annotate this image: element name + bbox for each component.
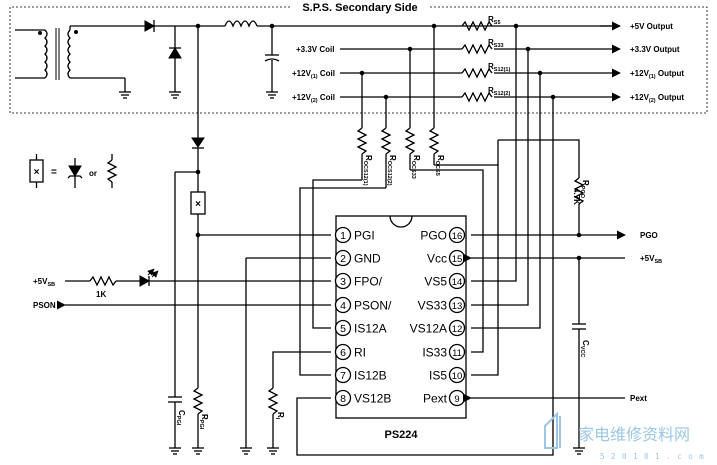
pin-12-name: VS12A [410, 321, 447, 335]
pin-16-number: 16 [452, 231, 463, 242]
rs5-label: RS5 [488, 15, 501, 26]
pin-1-name: PGI [354, 228, 375, 242]
pin-10-number: 10 [452, 371, 463, 382]
coil-12-1-label: +12V(1) Coil [292, 69, 335, 80]
output-capacitor [264, 26, 280, 99]
output-33v-label: +3.3V Output [630, 45, 680, 54]
rail-labels: +3.3V Coil +12V(1) Coil +12V(2) Coil +5V… [292, 15, 684, 104]
pin-6-name: RI [354, 345, 366, 359]
coil-12-2-label: +12V(2) Coil [292, 93, 335, 104]
pin-6-circle [334, 343, 352, 361]
legend: × = or [29, 154, 118, 188]
pgo-label: PGO [640, 231, 658, 240]
left-wiring: × RPGI CPGI [33, 26, 554, 456]
pin-14-number: 14 [452, 277, 463, 288]
pin-11-name: IS33 [422, 345, 447, 359]
v5sb-right-label: +5VSB [640, 254, 662, 265]
pin-10-name: IS5 [429, 368, 447, 382]
chip-name: PS224 [384, 429, 418, 441]
rocs33-label: ROCS33 [410, 155, 421, 179]
watermark-text: 家电维修资料网 [578, 425, 690, 444]
rs12-2-label: RS12(2) [488, 86, 510, 97]
ri-label: RI [274, 412, 285, 420]
output-12v-1-label: +12V(1) Output [630, 69, 684, 80]
pin-10-circle [448, 366, 466, 384]
pin-14-circle [448, 272, 466, 290]
pin-5-name: IS12A [354, 321, 387, 335]
pin-5-number: 5 [340, 323, 346, 335]
pin-8-number: 8 [340, 393, 346, 405]
rectifier-diode [144, 20, 225, 99]
cpgi-label: CPGI [175, 410, 186, 426]
pext-label: Pext [630, 394, 647, 403]
legend-eq: = [51, 167, 57, 178]
pin-12-circle [448, 319, 466, 337]
pin-9-name: Pext [423, 391, 448, 405]
rs33-label: RS33 [488, 38, 504, 49]
rpgi-label: RPGI [198, 414, 209, 430]
ps224-chip: PS224 [335, 215, 467, 441]
cvcc-label: CVCC [579, 340, 590, 357]
legend-or: or [89, 169, 97, 178]
chip-pins: 1 PGI 2 GND 3 FPO/4 PSON/5 IS12A 6 RI 7 IS12B 8 VS12B… [334, 226, 466, 407]
output-inductor [195, 20, 620, 29]
right-wiring: RPGO 4.7K CVCC PGO +5VSB Pext [410, 26, 662, 455]
pin-11-number: 11 [452, 348, 462, 359]
output-lines [340, 20, 621, 103]
rpgo-value: 4.7K [572, 188, 581, 205]
r1k-label: 1K [96, 290, 106, 299]
pson-label: PSON [33, 301, 56, 310]
watermark: 家电维修资料网 5 2 0 1 0 1 . c o m [544, 411, 705, 461]
pin-3-name: FPO/ [354, 274, 383, 288]
pin-2-number: 2 [340, 253, 346, 265]
pin-4-number: 4 [340, 300, 346, 312]
pin-9-number: 9 [454, 394, 459, 405]
pin-3-circle [334, 272, 352, 290]
pin-12-number: 12 [452, 324, 463, 335]
output-12v-2-label: +12V(2) Output [630, 93, 684, 104]
pin-11-circle [448, 343, 466, 361]
secondary-side-title: S.P.S. Secondary Side [302, 2, 417, 14]
rocs12-1-label: ROCS12(1) [362, 155, 373, 186]
output-5v-label: +5V Output [630, 22, 673, 31]
watermark-logo-icon [544, 411, 561, 449]
ocs-resistors: ROCS12(1) ROCS12(2) ROCS33 ROCS5 [356, 26, 445, 188]
pin-7-circle [334, 366, 352, 384]
rpgo-label: RPGO [579, 180, 590, 199]
pin-2-circle [334, 249, 352, 267]
secondary-side-box: S.P.S. Secondary Side [9, 2, 708, 114]
pin-4-circle [334, 296, 352, 314]
rocs5-label: ROCS5 [434, 155, 445, 176]
pin-15-name: Vcc [427, 251, 447, 265]
svg-text:×: × [34, 167, 40, 178]
coil-33-label: +3.3V Coil [296, 45, 334, 54]
pin-7-number: 7 [340, 370, 346, 382]
transformer [15, 25, 145, 99]
pin-7-name: IS12B [354, 368, 387, 382]
pin-16-name: PGO [420, 228, 447, 242]
pin-5-circle [334, 319, 352, 337]
pin-15-number: 15 [452, 254, 463, 265]
svg-text:×: × [195, 199, 201, 210]
pin-1-circle [334, 226, 352, 244]
v5sb-left-label: +5VSB [33, 277, 55, 288]
pin-8-name: VS12B [354, 391, 391, 405]
watermark-site: 5 2 0 1 0 1 . c o m [600, 452, 705, 461]
pin-16-circle [448, 226, 466, 244]
rs12-1-label: RS12(1) [488, 62, 510, 73]
pin-13-circle [448, 296, 466, 314]
pin-2-name: GND [354, 251, 381, 265]
pin-13-name: VS33 [418, 298, 448, 312]
rocs12-2-label: ROCS12(2) [386, 155, 397, 186]
pin-8-circle [334, 389, 352, 407]
pin-4-name: PSON/ [354, 298, 392, 312]
pin-14-name: VS5 [424, 274, 447, 288]
pin-1-number: 1 [340, 230, 346, 242]
pin-13-number: 13 [452, 301, 463, 312]
pin-6-number: 6 [340, 347, 346, 359]
pin-3-number: 3 [340, 276, 346, 288]
